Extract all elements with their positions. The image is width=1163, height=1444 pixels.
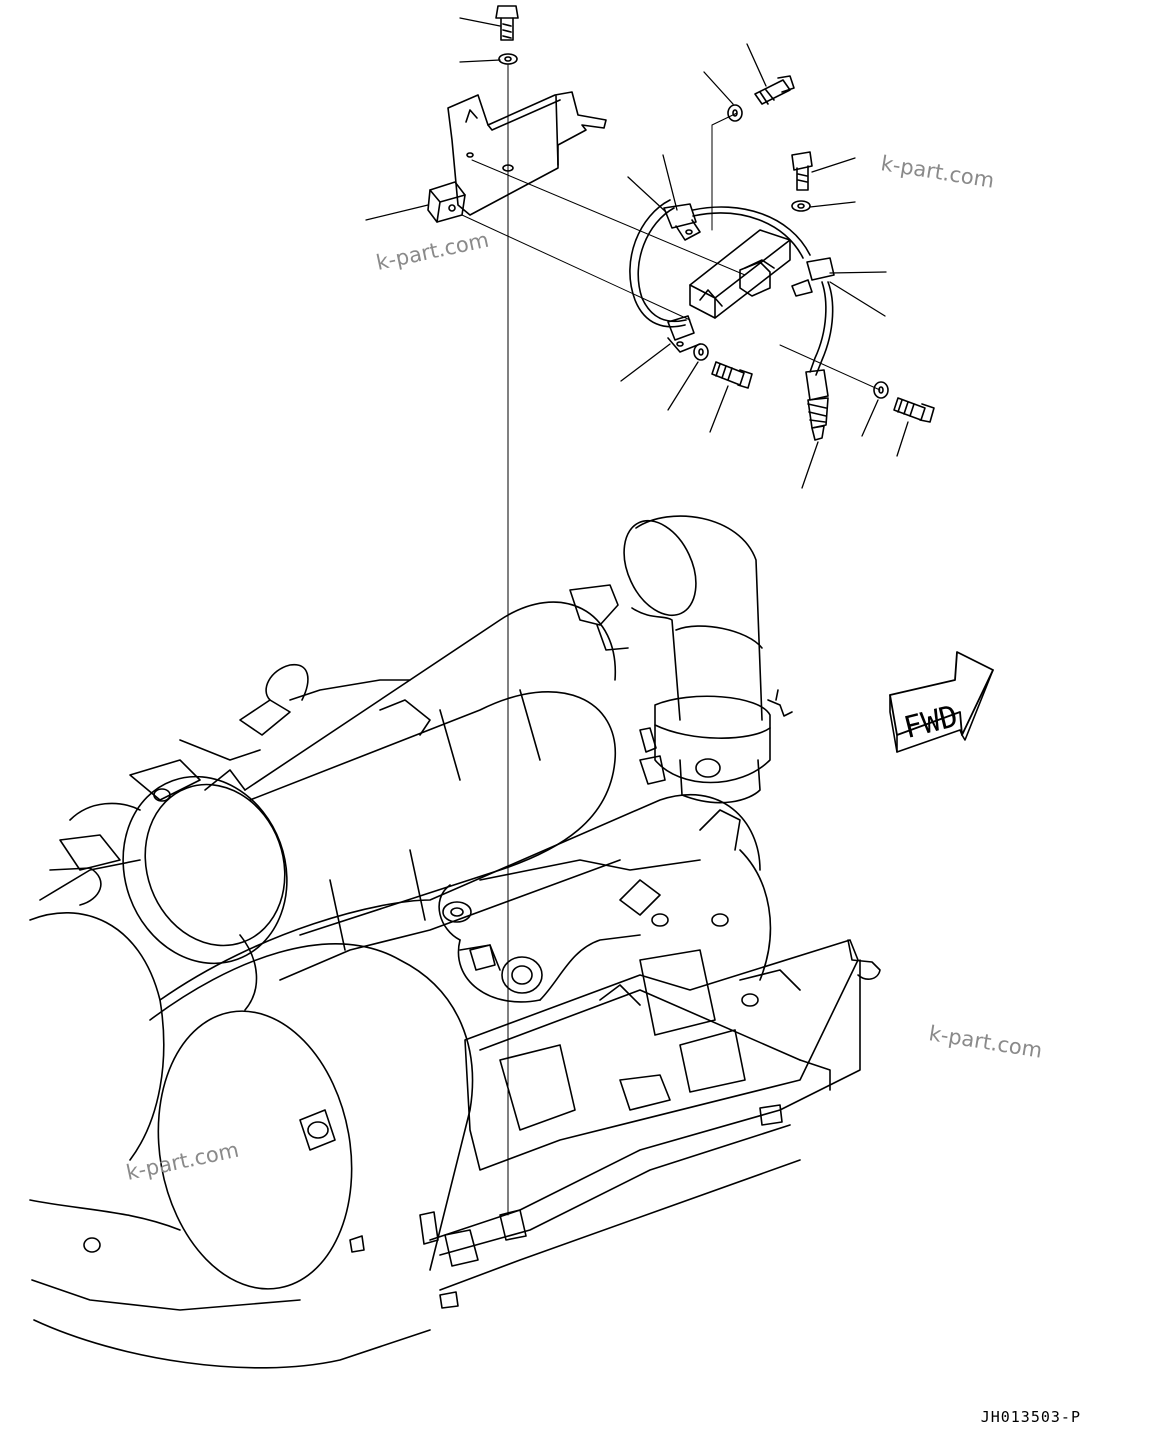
drawing-code: JH013503-P xyxy=(980,1408,1081,1426)
watermark-3: k-part.com xyxy=(927,1021,1044,1063)
fwd-label: FWD xyxy=(900,699,961,746)
bracket-assembly xyxy=(365,5,935,1216)
watermark-4: k-part.com xyxy=(124,1138,241,1185)
washer-top[interactable] xyxy=(498,53,518,65)
mounting-frame[interactable] xyxy=(83,939,881,1309)
aftertreatment-assembly xyxy=(29,509,881,1369)
washer-right[interactable] xyxy=(791,200,811,212)
bolt-lower-right[interactable] xyxy=(893,397,935,423)
watermark-2: k-part.com xyxy=(374,228,491,275)
sensor-harness[interactable] xyxy=(629,199,835,441)
fwd-arrow-icon: FWD xyxy=(889,651,994,753)
scr-canister[interactable] xyxy=(137,794,761,1305)
sensor-fittings[interactable] xyxy=(442,758,759,1007)
lower-harness[interactable] xyxy=(438,809,801,1006)
left-canister-shell[interactable] xyxy=(29,859,431,1369)
bolt-right[interactable] xyxy=(791,151,813,191)
callout-leaders xyxy=(365,17,909,489)
bolt-upper-right[interactable] xyxy=(754,75,795,105)
alignment-line-2 xyxy=(461,214,691,321)
bolt-lower-left[interactable] xyxy=(711,361,753,389)
scr-canister-end-cap[interactable] xyxy=(97,753,312,1011)
exhaust-elbow-pipe[interactable] xyxy=(610,509,793,804)
alignment-line-1 xyxy=(471,159,746,276)
bolt-top[interactable] xyxy=(495,5,519,41)
left-harness[interactable] xyxy=(49,664,411,906)
washer-lower-right[interactable] xyxy=(873,381,889,399)
alignment-line-3 xyxy=(779,344,881,391)
washer-upper-right[interactable] xyxy=(727,104,743,122)
washer-lower-left[interactable] xyxy=(693,343,709,361)
control-module-plate[interactable] xyxy=(464,939,859,1171)
dpf-canister[interactable] xyxy=(244,584,629,936)
nox-sensor-module[interactable] xyxy=(689,229,791,319)
mounting-bracket[interactable] xyxy=(427,91,607,223)
watermark-1: k-part.com xyxy=(879,151,996,193)
